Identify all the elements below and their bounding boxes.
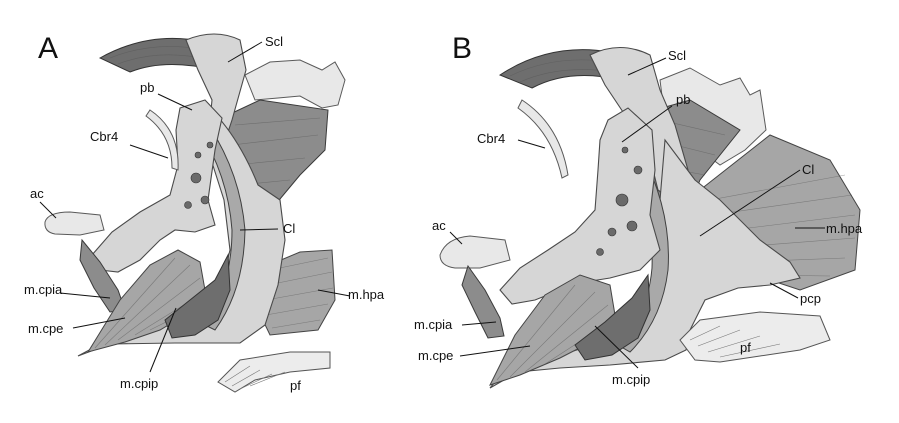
panel-a-cbr4-leader (129, 144, 169, 159)
panel-a-m-hpa-leader (317, 289, 351, 297)
panel-a-m-cpip-leader (149, 307, 177, 373)
panel-a-m-cpe-muscle (86, 249, 206, 353)
panel-a-label-m-cpip: m.cpip (120, 376, 158, 391)
panel-a: A Scl pb Cbr4 ac Cl m.cpia m.hpa m.cpe m… (24, 32, 385, 393)
panel-a-ac-leader (39, 201, 57, 219)
panel-b-label-scl: Scl (668, 48, 686, 63)
panel-b-pcp-leader (769, 282, 799, 299)
panel-b-label-ac: ac (432, 218, 446, 233)
panel-a-letter: A (38, 32, 58, 65)
panel-a-m-cpe-leader (72, 317, 126, 329)
panel-a-cbr4-bone (145, 109, 179, 171)
panel-b-label-pf: pf (740, 340, 751, 355)
panel-b-pb-leader (621, 105, 673, 143)
panel-a-m-cpip-muscle (164, 253, 231, 339)
panel-a-label-m-cpia: m.cpia (24, 282, 63, 297)
panel-a-label-pf: pf (290, 378, 301, 393)
panel-b-m-cpia-muscle (461, 264, 505, 339)
panel-a-label-cbr4: Cbr4 (90, 129, 118, 144)
panel-b-label-m-cpip: m.cpip (612, 372, 650, 387)
panel-a-ac-bone (44, 211, 105, 236)
panel-a-label-cl: Cl (283, 221, 295, 236)
panel-a-m-cpia-leader (59, 292, 111, 299)
panel-b-pectoral-fin (679, 311, 831, 363)
panel-b-cbr4-leader (517, 139, 546, 149)
panel-b-m-cpia-leader (461, 321, 497, 326)
panel-b-m-cpe-muscle (489, 274, 616, 386)
panel-a-pb-leader (157, 93, 193, 111)
panel-a-dorsal-bones (244, 59, 346, 109)
panel-b-label-cl: Cl (802, 162, 814, 177)
panel-b-cl-leader (699, 169, 801, 237)
panel-b-label-pb: pb (676, 92, 690, 107)
panel-a-label-ac: ac (30, 186, 44, 201)
panel-a-scl-leader (227, 41, 263, 63)
panel-b-m-cpe-leader (459, 345, 531, 357)
panel-b-label-m-cpia: m.cpia (414, 317, 453, 332)
panel-b-letter: B (452, 32, 472, 65)
panel-b-label-m-hpa: m.hpa (826, 221, 863, 236)
panel-b-m-cpip-leader (594, 325, 639, 369)
panel-a-label-m-cpe: m.cpe (28, 321, 63, 336)
panel-b-label-m-cpe: m.cpe (418, 348, 453, 363)
panel-a-label-m-hpa: m.hpa (348, 287, 385, 302)
panel-b: B Scl pb Cbr4 Cl ac m.hpa pcp m.cpia pf … (414, 32, 863, 389)
panel-a-cl-leader (239, 228, 279, 231)
panel-b-label-pcp: pcp (800, 291, 821, 306)
panel-a-label-scl: Scl (265, 34, 283, 49)
panel-b-scl-leader (627, 57, 667, 76)
panel-a-pectoral-fin (217, 351, 331, 393)
panel-a-pharyngobranchial (91, 99, 223, 273)
panel-b-m-cpip-muscle (574, 273, 651, 361)
panel-b-label-cbr4: Cbr4 (477, 131, 505, 146)
panel-a-label-pb: pb (140, 80, 154, 95)
panel-b-cbr4-bone (517, 99, 569, 179)
panel-b-ac-leader (449, 231, 463, 245)
panel-b-ac-bone (439, 235, 511, 269)
